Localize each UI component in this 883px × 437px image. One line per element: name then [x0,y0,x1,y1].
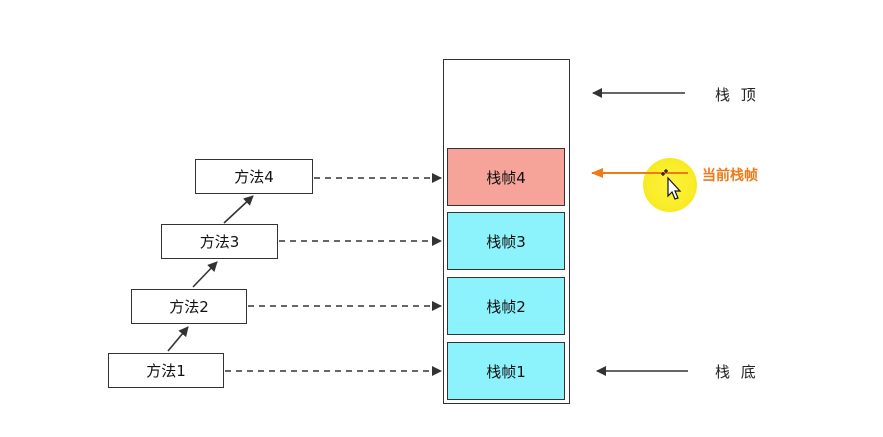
method-4-label: 方法4 [234,168,274,186]
stack-frame-2: 栈帧2 [447,277,565,335]
invoke-arrow-1-2 [167,326,189,352]
invoke-arrow-2-3 [192,261,218,288]
method-1-box: 方法1 [108,353,224,388]
stack-frame-4-label: 栈帧4 [486,168,526,187]
stack-frame-4: 栈帧4 [447,148,565,206]
invoke-arrow-3-4 [223,195,254,224]
cursor-highlight [643,158,697,212]
stack-top-label: 栈 顶 [715,86,759,104]
stack-bottom-label: 栈 底 [715,363,759,381]
stack-frame-3-label: 栈帧3 [486,232,526,251]
method-3-box: 方法3 [161,224,278,259]
stack-frame-1: 栈帧1 [447,342,565,400]
method-3-label: 方法3 [199,233,240,251]
method-2-box: 方法2 [131,289,247,324]
stack-frame-3: 栈帧3 [447,212,565,270]
method-2-label: 方法2 [169,298,209,316]
stack-frame-1-label: 栈帧1 [486,362,526,381]
current-frame-label: 当前栈帧 [702,168,758,184]
method-1-label: 方法1 [146,362,186,380]
stack-frame-2-label: 栈帧2 [486,297,526,316]
method-4-box: 方法4 [195,159,313,194]
